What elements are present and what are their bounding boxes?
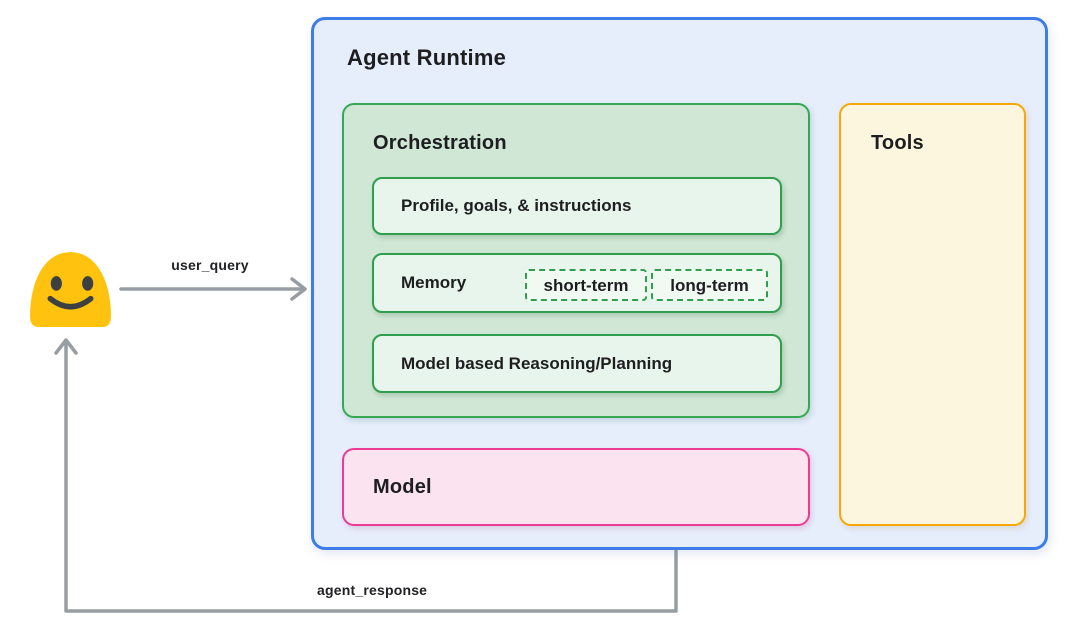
reasoning-planning-label: Model based Reasoning/Planning	[401, 353, 673, 373]
orchestration-container: Orchestration Profile, goals, & instruct…	[342, 103, 810, 418]
orchestration-title: Orchestration	[373, 132, 507, 154]
agent-runtime-container: Agent Runtime Orchestration Profile, goa…	[311, 17, 1048, 550]
agent-response-label: agent_response	[317, 582, 428, 598]
memory-box: Memory short-term long-term	[372, 253, 782, 313]
user-query-arrowhead-icon	[290, 277, 307, 301]
profile-goals-instructions-label: Profile, goals, & instructions	[401, 196, 632, 215]
agent-runtime-title: Agent Runtime	[347, 45, 507, 70]
profile-goals-instructions-box: Profile, goals, & instructions	[372, 177, 782, 235]
tools-container: Tools	[839, 103, 1026, 526]
emoji-right-eye	[82, 276, 94, 291]
short-term-memory-chip: short-term	[525, 269, 647, 301]
tools-title: Tools	[871, 132, 924, 154]
emoji-left-eye	[50, 276, 62, 291]
model-title: Model	[373, 475, 432, 498]
user-smiley-icon	[30, 252, 111, 327]
reasoning-planning-box: Model based Reasoning/Planning	[372, 334, 782, 393]
long-term-memory-chip: long-term	[651, 269, 768, 301]
user-query-label: user_query	[171, 257, 249, 273]
memory-label: Memory	[401, 273, 467, 292]
model-container: Model	[342, 448, 810, 526]
emoji-smile	[47, 295, 94, 310]
agent-response-arrowhead-icon	[54, 338, 78, 355]
